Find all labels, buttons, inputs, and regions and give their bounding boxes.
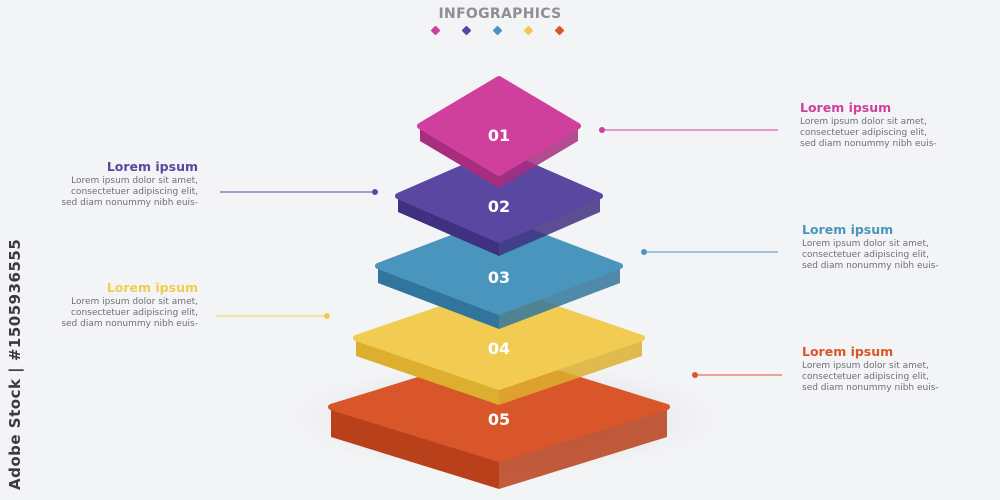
callout-body-line: consectetuer adipiscing elit, (70, 187, 198, 197)
tier-side-right (499, 407, 667, 489)
callout-body-line: sed diam nonummy nibh euis- (61, 319, 198, 329)
tier-number-02: 02 (488, 197, 510, 216)
callout-title: Lorem ipsum (106, 280, 198, 295)
watermark-text: Adobe Stock | #1505936555 (6, 238, 24, 490)
connector-dot-02 (372, 189, 378, 195)
pyramid-tier-02: 02 (395, 149, 603, 256)
tier-side-left (378, 266, 499, 329)
connector-dot-05 (692, 372, 698, 378)
callout-body-line: sed diam nonummy nibh euis- (800, 139, 937, 149)
tier-top-face (353, 286, 645, 390)
tier-top-face (375, 217, 623, 315)
tier-top-face (417, 76, 581, 176)
callout-body-line: consectetuer adipiscing elit, (800, 128, 928, 138)
callout-body-line: sed diam nonummy nibh euis- (802, 383, 939, 393)
pyramid-tier-04: 04 (353, 286, 645, 405)
connector-dot-01 (599, 127, 605, 133)
pyramid-tier-01: 01 (417, 76, 581, 188)
tier-side-right (499, 196, 600, 256)
tier-top-face (328, 352, 670, 462)
callout-body-line: Lorem ipsum dolor sit amet, (802, 239, 929, 249)
callout-body-line: Lorem ipsum dolor sit amet, (802, 361, 929, 371)
tier-top-face (395, 149, 603, 243)
callout-title: Lorem ipsum (106, 159, 198, 174)
tier-side-right (499, 266, 620, 329)
callout-body-line: sed diam nonummy nibh euis- (802, 261, 939, 271)
callout-body-line: consectetuer adipiscing elit, (70, 308, 198, 318)
callout-title: Lorem ipsum (800, 100, 892, 115)
page-title: INFOGRAPHICS (438, 6, 562, 22)
tier-side-left (420, 126, 499, 188)
tier-number-04: 04 (488, 339, 510, 358)
tier-side-left (356, 338, 499, 405)
tier-number-03: 03 (488, 268, 510, 287)
tier-side-left (331, 407, 499, 489)
tier-side-right (499, 338, 642, 405)
callout-body-line: Lorem ipsum dolor sit amet, (71, 176, 198, 186)
callout-body-line: consectetuer adipiscing elit, (802, 372, 930, 382)
connector-dot-03 (641, 249, 647, 255)
callout-body-line: Lorem ipsum dolor sit amet, (71, 297, 198, 307)
tier-side-left (398, 196, 499, 256)
callout-body-line: consectetuer adipiscing elit, (802, 250, 930, 260)
tier-number-01: 01 (488, 126, 510, 145)
callout-title: Lorem ipsum (802, 344, 894, 359)
callout-title: Lorem ipsum (802, 222, 894, 237)
tier-number-05: 05 (488, 410, 510, 429)
pyramid-tier-05: 05 (328, 352, 670, 489)
connector-dot-04 (324, 313, 330, 319)
tier-side-right (499, 126, 578, 188)
callout-body-line: sed diam nonummy nibh euis- (61, 198, 198, 208)
callout-body-line: Lorem ipsum dolor sit amet, (800, 117, 927, 127)
pyramid-tier-03: 03 (375, 217, 623, 329)
